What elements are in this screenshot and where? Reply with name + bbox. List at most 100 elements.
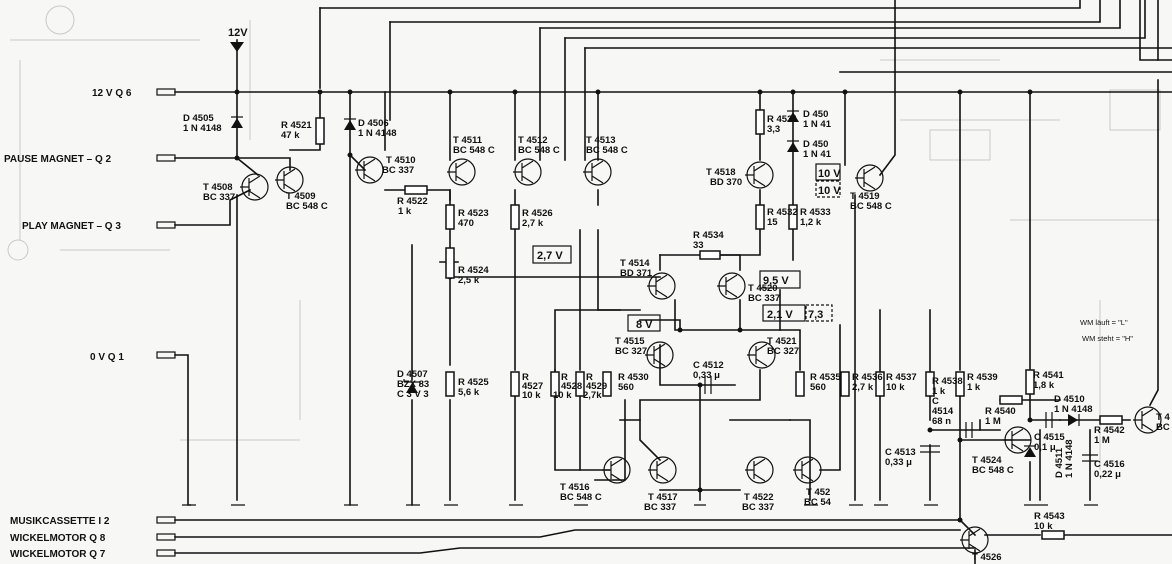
svg-text:1 M: 1 M [985,416,1001,427]
svg-text:T 4513: T 4513 [586,135,616,146]
transistor-t4526 [960,526,989,554]
svg-text:BD 370: BD 370 [710,177,742,188]
transistor-t4516 [602,456,631,484]
svg-text:4527: 4527 [522,381,543,392]
svg-text:BC 548 C: BC 548 C [560,492,602,503]
resistor-r4533 [788,204,798,230]
svg-text:T 4517: T 4517 [648,492,678,503]
label-q7: WICKELMOTOR Q 7 [10,549,106,560]
junction-dots [234,89,1033,523]
resistor-r4531 [755,109,765,135]
potentiometer-r4524 [445,247,455,279]
svg-text:R 4526: R 4526 [522,208,553,219]
svg-text:15: 15 [767,217,778,228]
svg-text:T 4514: T 4514 [620,258,650,269]
svg-text:T 4511: T 4511 [453,135,483,146]
label-i2: MUSIKCASSETTE I 2 [10,516,110,527]
svg-text:1 N 41: 1 N 41 [803,149,832,160]
transistor-t4515 [645,341,674,369]
resistor-r4530 [602,371,612,397]
svg-text:0,1 μ: 0,1 μ [1034,442,1056,453]
svg-text:1,2 k: 1,2 k [800,217,822,228]
svg-text:BC 548 C: BC 548 C [972,465,1014,476]
svg-text:BC 327: BC 327 [767,346,799,357]
resistor-r4534 [699,250,721,260]
svg-text:1 N 4148: 1 N 4148 [183,123,222,134]
svg-text:2,5 k: 2,5 k [458,275,480,286]
label-12v-supply: 12V [228,27,248,39]
svg-text:C 4516: C 4516 [1094,459,1125,470]
label-q3: PLAY MAGNET – Q 3 [22,221,121,232]
diodes [231,110,1080,457]
svg-text:1 N 41: 1 N 41 [803,119,832,130]
svg-text:560: 560 [810,382,826,393]
resistor-r4543 [1041,530,1065,540]
label-q6: 12 V Q 6 [92,88,132,99]
svg-text:R 4539: R 4539 [967,372,998,383]
resistor-r4532 [755,204,765,230]
svg-text:R 4525: R 4525 [458,377,489,388]
svg-text:R 4533: R 4533 [800,207,831,218]
svg-text:R: R [522,372,529,383]
svg-text:1 k: 1 k [932,386,946,397]
svg-text:WM läuft = "L": WM läuft = "L" [1080,318,1128,327]
resistor-r4523 [445,204,455,230]
svg-text:C 4515: C 4515 [1034,432,1065,443]
svg-text:1 M: 1 M [1094,435,1110,446]
svg-text:R 4530: R 4530 [618,372,649,383]
component-labels: D 4505 1 N 4148 R 4521 47 k D 4506 1 N 4… [183,109,1170,563]
svg-text:560: 560 [618,382,634,393]
svg-text:4514: 4514 [932,406,954,417]
svg-text:3,3: 3,3 [767,124,780,135]
resistor-r4526 [510,204,520,230]
svg-text:C 4512: C 4512 [693,360,724,371]
svg-text:BZX 83: BZX 83 [397,379,429,390]
svg-text:1 N 4148: 1 N 4148 [358,128,397,139]
svg-text:C: C [932,396,939,407]
resistor-r4539 [955,371,965,397]
capacitor-c4513 [920,445,940,453]
svg-text:BC 548 C: BC 548 C [586,145,628,156]
svg-text:T 4526: T 4526 [972,552,1002,563]
voltage-boxes [532,163,841,332]
capacitor-c4514 [965,422,973,438]
background-ghost-traces [7,5,1161,470]
svg-text:BC 548 C: BC 548 C [850,201,892,212]
svg-text:R 4541: R 4541 [1033,370,1064,381]
svg-text:0,33 μ: 0,33 μ [693,370,720,381]
svg-text:D 450: D 450 [803,109,828,120]
svg-text:0,33 μ: 0,33 μ [885,457,912,468]
svg-text:T 4515: T 4515 [615,336,645,347]
svg-text:BC 548 C: BC 548 C [286,201,328,212]
svg-text:R 4540: R 4540 [985,406,1016,417]
svg-text:D 450: D 450 [803,139,828,150]
svg-text:BC 337: BC 337 [748,293,780,304]
svg-text:1 k: 1 k [967,382,981,393]
capacitors [704,376,1098,462]
svg-text:R 4523: R 4523 [458,208,489,219]
svg-text:R 4538: R 4538 [932,376,963,387]
svg-text:10 k: 10 k [1034,521,1053,532]
resistor-r4528 [550,371,560,397]
diode-d4506 [344,118,356,130]
svg-text:BC 548 C: BC 548 C [453,145,495,156]
resistor-r4542 [1099,415,1123,425]
svg-text:BC 54: BC 54 [804,497,832,508]
resistor-r4537 [875,371,885,397]
label-q1: 0 V Q 1 [90,352,124,363]
svg-text:68 n: 68 n [932,416,951,427]
svg-text:47 k: 47 k [281,130,300,141]
wiring [174,0,1172,564]
transistor-t4517 [648,456,677,484]
svg-text:10 V: 10 V [818,185,841,197]
svg-text:T 4520: T 4520 [748,283,778,294]
svg-text:R: R [561,372,568,383]
svg-text:R 4535: R 4535 [810,372,841,383]
label-q8: WICKELMOTOR Q 8 [10,533,106,544]
svg-text:R 4522: R 4522 [397,196,428,207]
svg-text:R 4537: R 4537 [886,372,917,383]
transistor-t4523 [793,456,822,484]
svg-text:D 4506: D 4506 [358,118,389,129]
resistor-r4521 [315,117,325,145]
